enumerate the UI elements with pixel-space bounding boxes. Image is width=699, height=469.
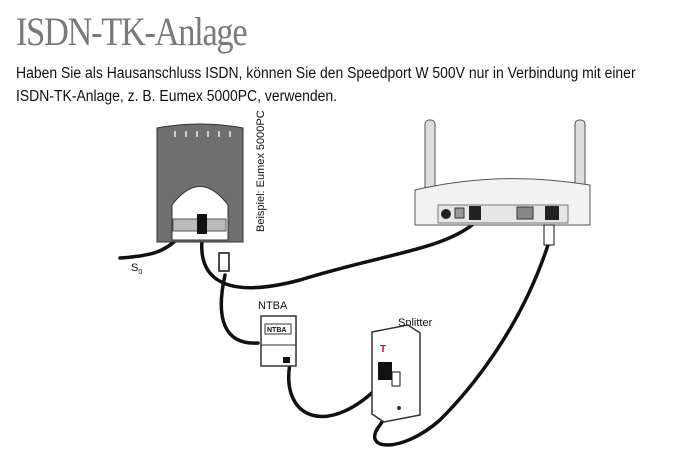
ntba-device: NTBA — [260, 315, 297, 367]
eumex-to-ntba-cable — [219, 273, 260, 345]
eumex-label: Beispiel: Eumex 5000PC — [255, 110, 267, 232]
cables — [118, 223, 550, 447]
splitter-device: T — [371, 324, 421, 423]
page-title: ISDN-TK-Anlage — [16, 9, 248, 54]
eumex-device — [156, 123, 244, 272]
svg-text:T: T — [380, 344, 386, 355]
speedport-device — [414, 119, 591, 246]
svg-text:NTBA: NTBA — [267, 327, 286, 334]
eumex-to-speedport-cable — [200, 223, 474, 290]
ntba-label: NTBA — [258, 300, 288, 312]
intro-paragraph: Haben Sie als Hausanschluss ISDN, können… — [16, 65, 636, 105]
ntba-to-splitter-cable — [287, 361, 387, 419]
s0-label: S0 — [131, 262, 142, 276]
